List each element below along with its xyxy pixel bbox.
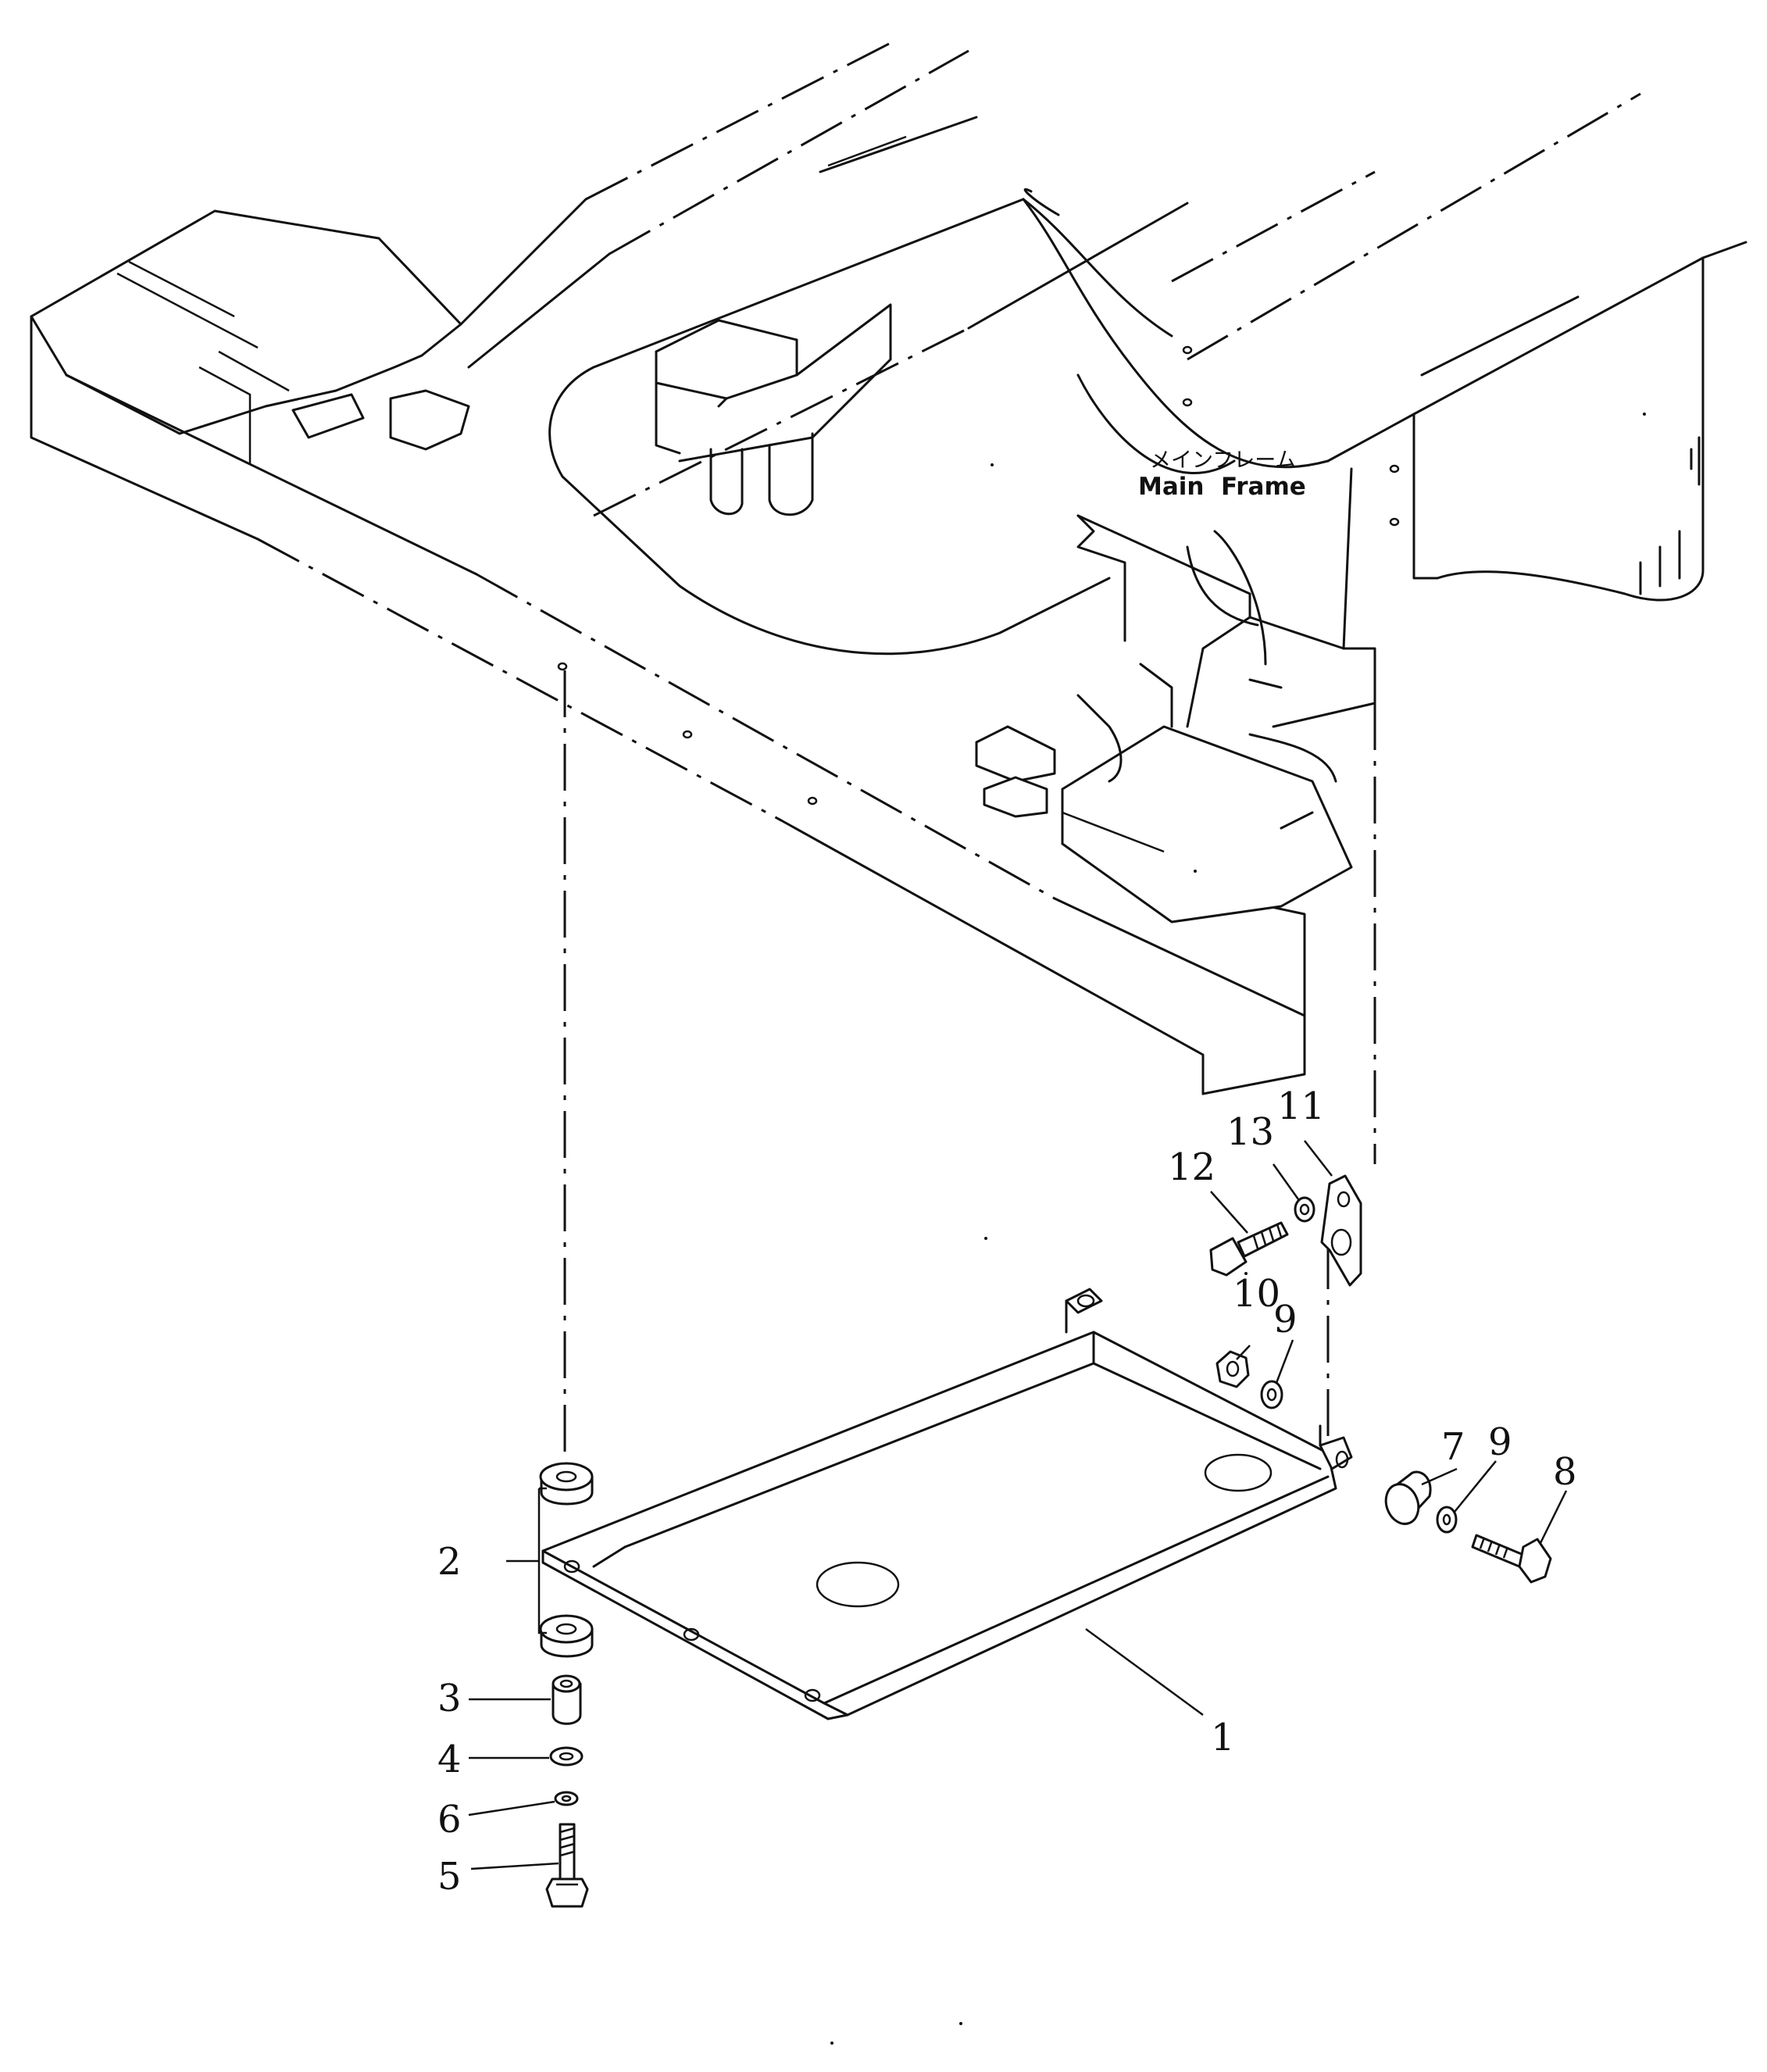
part-13-washer — [1294, 1196, 1315, 1223]
callouts: 1 2 3 4 5 6 7 8 9 9 10 11 13 12 — [437, 1084, 1577, 1899]
part-6-spring-washer — [554, 1791, 579, 1806]
callout-9-lower: 9 — [1488, 1420, 1512, 1464]
part-2-cushion-lower — [539, 1614, 594, 1658]
frame-right-pad — [1061, 725, 1353, 923]
callout-2: 2 — [437, 1540, 462, 1584]
part-9-washer-lower — [1436, 1506, 1458, 1534]
part-12-bolt — [1209, 1221, 1289, 1277]
callout-9-upper: 9 — [1273, 1298, 1298, 1341]
scan-specks — [830, 413, 1646, 2045]
callout-11: 11 — [1277, 1084, 1325, 1128]
part-11-bracket — [1320, 1174, 1362, 1287]
callout-4: 4 — [437, 1738, 462, 1781]
part-8-bolt — [1471, 1534, 1552, 1584]
alignment-lines — [563, 670, 1376, 1469]
main-frame — [30, 41, 1747, 1095]
undercover-plate — [541, 1288, 1353, 1720]
callout-3: 3 — [437, 1677, 462, 1720]
part-5-bolt — [545, 1823, 589, 1908]
callout-5: 5 — [437, 1855, 462, 1899]
part-4-washer — [549, 1746, 584, 1767]
part-9-washer-upper — [1260, 1380, 1283, 1409]
main-frame-label: メインフレーム Main Frame — [1138, 448, 1306, 501]
part-2-cushion-upper — [539, 1462, 594, 1506]
callout-8: 8 — [1553, 1450, 1577, 1494]
frame-label-jp: メインフレーム — [1150, 448, 1296, 473]
callout-10: 10 — [1233, 1272, 1280, 1316]
part-7-collar — [1384, 1470, 1432, 1525]
part-3-sleeve — [552, 1674, 582, 1725]
callout-12: 12 — [1168, 1145, 1215, 1189]
callout-1: 1 — [1211, 1716, 1235, 1759]
part-10-nut — [1215, 1350, 1250, 1388]
center-bracket — [655, 319, 798, 400]
leader-lines — [468, 1140, 1568, 1870]
callout-6: 6 — [437, 1798, 462, 1842]
callout-7: 7 — [1441, 1425, 1465, 1469]
frame-label-en: Main Frame — [1138, 473, 1306, 501]
callout-13: 13 — [1226, 1110, 1274, 1154]
